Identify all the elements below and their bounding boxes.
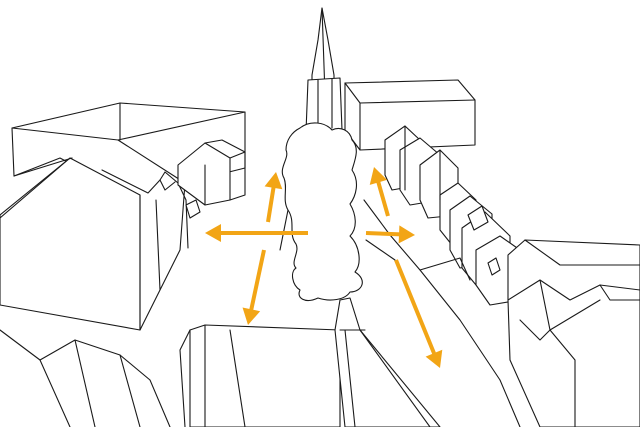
arrow-up-left-shaft (268, 186, 274, 222)
arrow-down-left-shaft (251, 250, 264, 311)
arrow-down-left-head (243, 307, 261, 325)
arrow-right-shaft (366, 233, 401, 234)
arrow-right-head (399, 225, 415, 243)
arrow-up-left-head (265, 172, 283, 189)
right-foreground-roofs (508, 240, 640, 427)
bottom-left-building (180, 325, 340, 427)
arrow-down-right-shaft (396, 260, 435, 355)
arrow-down-right (396, 260, 442, 368)
central-tree-mass (282, 123, 362, 301)
arrow-down-left (243, 250, 264, 325)
church-tower (306, 8, 342, 132)
arrow-up-right-shaft (378, 180, 388, 216)
arrow-up-left (265, 172, 283, 222)
bottom-far-left-roof (0, 330, 170, 427)
arrow-left-head (205, 224, 221, 242)
arrow-right (366, 225, 415, 243)
bottom-center-building (335, 298, 440, 427)
